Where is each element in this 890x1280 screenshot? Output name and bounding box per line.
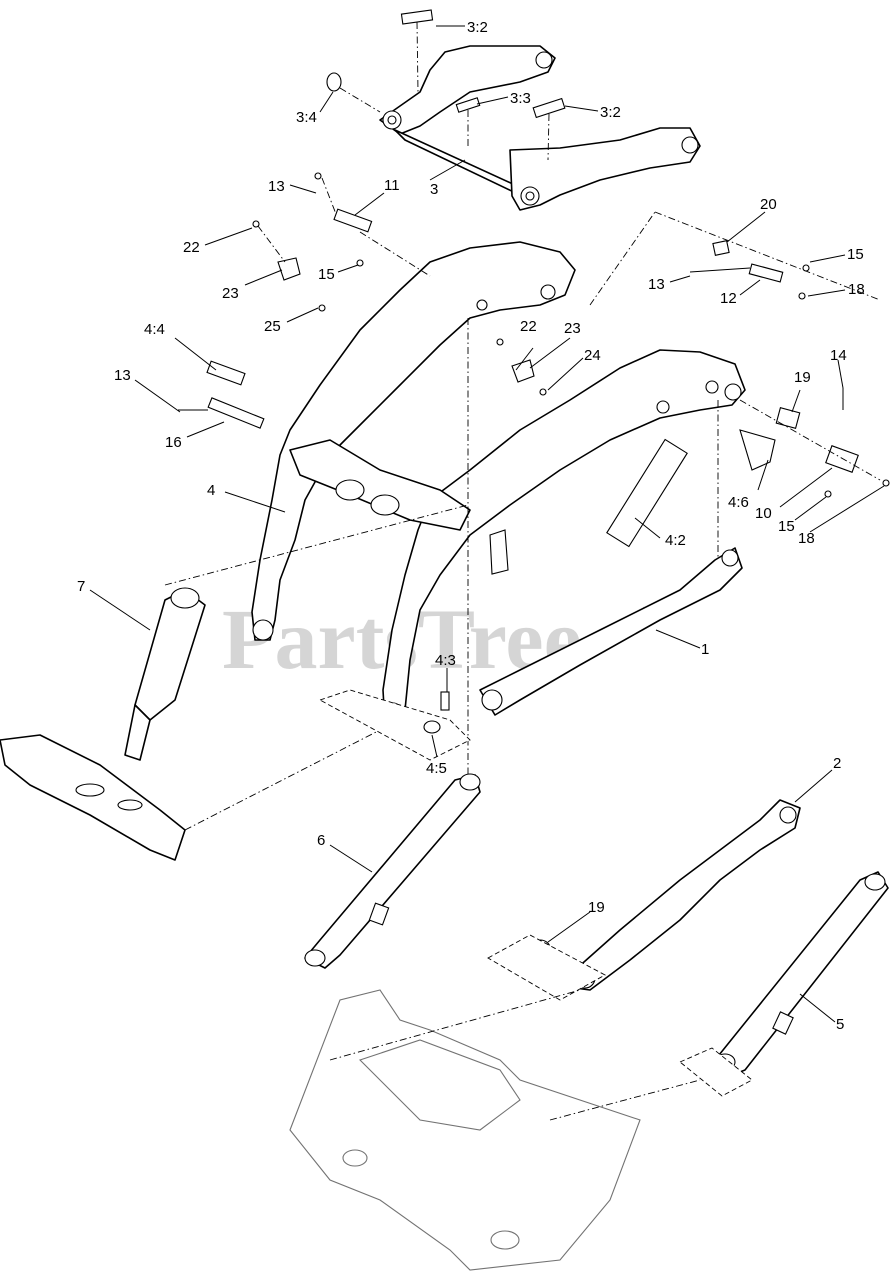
callout-16: 16 [165,434,182,451]
part-3-link-assembly [326,9,701,211]
part-2-lower-link [487,799,801,1001]
leader-lines [89,25,885,1023]
part-6-lift-cylinder [304,773,481,969]
loader-frame-ghosted [289,989,701,1271]
part-4-loader-arm [251,211,881,780]
part-7-tilt-cylinder [0,504,469,861]
callout-4-6: 4:6 [728,494,749,511]
callout-18-b: 18 [798,530,815,547]
callout-7: 7 [77,578,85,595]
callout-3-4: 3:4 [296,109,317,126]
callout-4-4: 4:4 [144,321,165,338]
callout-11: 11 [384,177,400,194]
callout-23-b: 23 [564,320,581,337]
callout-23-a: 23 [222,285,239,302]
callout-4-2: 4:2 [665,532,686,549]
pin-hardware [178,172,890,498]
callout-22-b: 22 [520,318,537,335]
callout-15-b: 15 [847,246,864,263]
callout-13-b: 13 [648,276,665,293]
callout-10: 10 [755,505,772,522]
callout-19-b: 19 [588,899,605,916]
callout-2: 2 [833,755,841,772]
part-1-link [318,547,743,761]
callout-15-a: 15 [318,266,335,283]
callout-13-a: 13 [268,178,285,195]
callout-19-a: 19 [794,369,811,386]
callout-24: 24 [584,347,601,364]
callout-25: 25 [264,318,281,335]
callout-14: 14 [830,347,847,364]
callout-6: 6 [317,832,325,849]
callout-1: 1 [701,641,709,658]
callout-labels: 3:2 3:4 3:3 3:2 3 13 11 22 15 23 25 20 1… [77,19,865,1033]
callout-20: 20 [760,196,777,213]
callout-12: 12 [720,290,737,307]
part-5-cylinder [679,871,889,1097]
callout-4-5: 4:5 [426,760,447,777]
callout-3-3: 3:3 [510,90,531,107]
callout-15-c: 15 [778,518,795,535]
callout-3-2-top: 3:2 [467,19,488,36]
callout-22-a: 22 [183,239,200,256]
callout-4-3: 4:3 [435,652,456,669]
callout-3-2-right: 3:2 [600,104,621,121]
callout-5: 5 [836,1016,844,1033]
callout-3: 3 [430,181,438,198]
callout-4: 4 [207,482,215,499]
callout-13-c: 13 [114,367,131,384]
callout-18-a: 18 [848,281,865,298]
